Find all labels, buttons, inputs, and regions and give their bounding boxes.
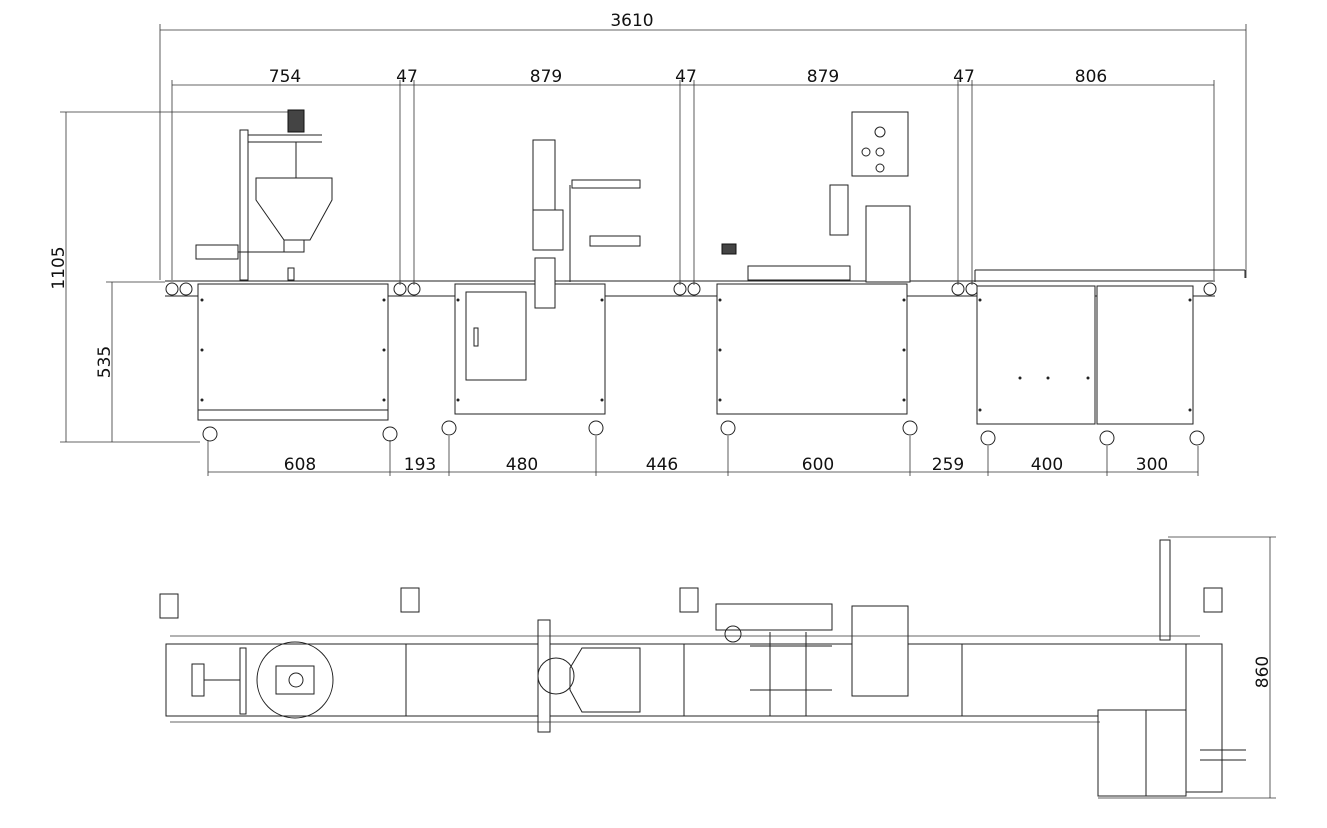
plan-width-dimension: 860 <box>1098 536 1276 799</box>
outfeed-module <box>976 285 1194 425</box>
front-elevation: 3610 754 47 879 47 879 47 806 1105 <box>49 11 1247 476</box>
segment-label-4: 47 <box>675 67 697 87</box>
hopper-module <box>195 109 389 421</box>
conveyor-height-label: 535 <box>95 346 115 378</box>
bottom-label-7: 400 <box>1031 455 1063 475</box>
segment-label-1: 754 <box>269 67 301 87</box>
bottom-label-5: 600 <box>802 455 834 475</box>
segment-label-3: 879 <box>530 67 562 87</box>
depositor-module <box>454 139 641 415</box>
top-segment-dimensions: 754 47 879 47 879 47 806 <box>171 67 1215 285</box>
segment-label-6: 47 <box>953 67 975 87</box>
belt-rollers <box>165 282 1217 296</box>
segment-label-5: 879 <box>807 67 839 87</box>
segment-label-2: 47 <box>396 67 418 87</box>
overall-length-dimension: 3610 <box>159 11 1247 280</box>
height-dimensions: 1105 535 <box>49 111 290 443</box>
bottom-label-6: 259 <box>932 455 964 475</box>
bottom-label-8: 300 <box>1136 455 1168 475</box>
bottom-label-1: 608 <box>284 455 316 475</box>
segment-label-7: 806 <box>1075 67 1107 87</box>
bottom-label-2: 193 <box>404 455 436 475</box>
plan-view: 860 <box>159 536 1276 799</box>
bottom-label-3: 480 <box>506 455 538 475</box>
caster-wheels <box>202 420 1205 446</box>
plan-width-label: 860 <box>1253 656 1273 688</box>
bottom-label-4: 446 <box>646 455 678 475</box>
bottom-segment-dimensions: 608 193 480 446 600 259 400 300 <box>207 436 1199 476</box>
overall-height-label: 1105 <box>49 246 69 289</box>
overall-length-label: 3610 <box>610 11 653 31</box>
control-module <box>716 111 911 415</box>
